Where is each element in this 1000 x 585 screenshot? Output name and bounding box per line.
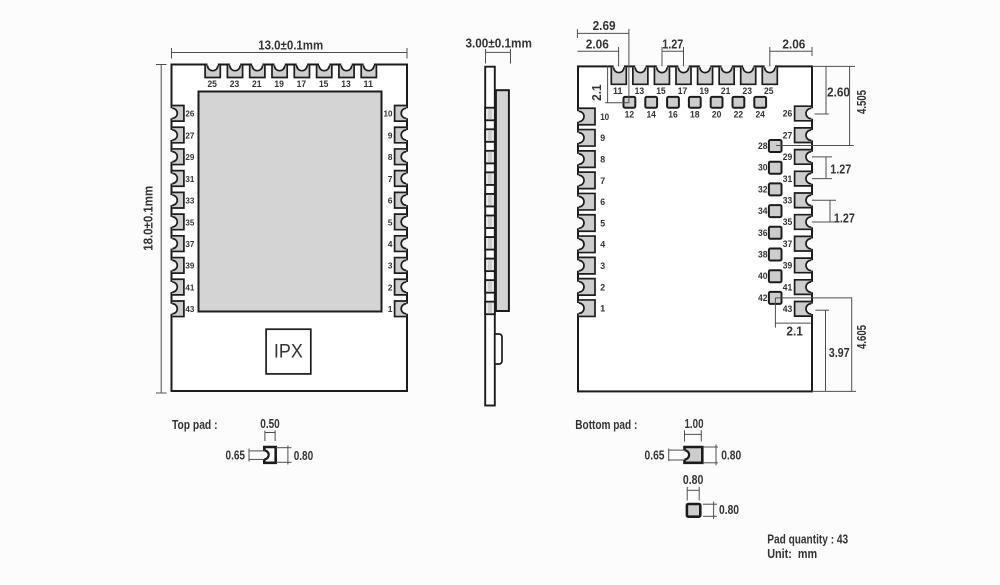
svg-text:0.80: 0.80 [719, 502, 739, 517]
svg-text:11: 11 [364, 79, 374, 89]
svg-text:13: 13 [635, 86, 645, 96]
svg-text:29: 29 [783, 152, 793, 162]
svg-text:12: 12 [625, 109, 635, 119]
svg-text:34: 34 [758, 206, 768, 216]
svg-text:41: 41 [185, 282, 194, 292]
svg-text:33: 33 [185, 196, 194, 206]
svg-text:1: 1 [388, 304, 393, 314]
svg-text:11: 11 [613, 86, 623, 96]
svg-text:8: 8 [388, 152, 393, 162]
svg-text:27: 27 [185, 130, 194, 140]
svg-text:2.1: 2.1 [589, 84, 604, 101]
svg-text:19: 19 [699, 86, 709, 96]
svg-text:4.605: 4.605 [854, 325, 869, 349]
svg-text:36: 36 [758, 228, 768, 238]
svg-text:15: 15 [319, 79, 329, 89]
svg-text:1.27: 1.27 [830, 162, 851, 177]
svg-text:25: 25 [207, 79, 217, 89]
svg-text:30: 30 [758, 163, 768, 173]
svg-text:16: 16 [668, 109, 678, 119]
svg-text:39: 39 [185, 261, 194, 271]
svg-text:28: 28 [758, 141, 768, 151]
svg-text:2: 2 [388, 282, 393, 292]
svg-text:2.60: 2.60 [827, 85, 850, 100]
svg-text:1.27: 1.27 [834, 210, 855, 225]
svg-text:6: 6 [388, 196, 393, 206]
svg-text:1.27: 1.27 [662, 37, 683, 52]
svg-text:2.06: 2.06 [586, 37, 609, 52]
svg-text:33: 33 [783, 196, 793, 206]
svg-text:18.0±0.1mm: 18.0±0.1mm [141, 186, 156, 251]
svg-text:43: 43 [185, 304, 194, 314]
svg-text:Top pad :: Top pad : [172, 417, 218, 432]
svg-text:14: 14 [646, 109, 656, 119]
svg-text:35: 35 [185, 217, 194, 227]
svg-text:23: 23 [742, 86, 752, 96]
svg-text:0.80: 0.80 [294, 448, 314, 463]
svg-text:43: 43 [783, 304, 793, 314]
svg-text:27: 27 [783, 130, 793, 140]
svg-text:5: 5 [388, 217, 393, 227]
svg-text:39: 39 [783, 261, 793, 271]
svg-text:6: 6 [600, 197, 605, 207]
svg-text:31: 31 [783, 174, 793, 184]
svg-text:7: 7 [388, 174, 393, 184]
svg-text:10: 10 [600, 112, 609, 122]
svg-text:32: 32 [758, 184, 768, 194]
svg-text:4: 4 [388, 239, 393, 249]
svg-text:4.505: 4.505 [854, 90, 869, 114]
svg-text:3.00±0.1mm: 3.00±0.1mm [465, 36, 532, 51]
svg-text:15: 15 [656, 86, 666, 96]
svg-text:20: 20 [712, 109, 722, 119]
svg-text:18: 18 [690, 109, 700, 119]
svg-text:2.69: 2.69 [593, 18, 616, 33]
svg-text:9: 9 [600, 133, 605, 143]
svg-text:35: 35 [783, 217, 793, 227]
svg-text:42: 42 [758, 293, 768, 303]
svg-text:24: 24 [755, 109, 765, 119]
svg-text:29: 29 [185, 152, 194, 162]
svg-text:8: 8 [600, 155, 605, 165]
svg-text:Unit: mm: Unit: mm [767, 546, 817, 561]
svg-text:22: 22 [734, 109, 744, 119]
svg-text:31: 31 [185, 174, 194, 184]
svg-text:3: 3 [388, 261, 393, 271]
svg-text:37: 37 [783, 239, 793, 249]
svg-text:21: 21 [721, 86, 731, 96]
svg-text:2: 2 [600, 282, 605, 292]
svg-text:4: 4 [600, 240, 605, 250]
svg-text:0.65: 0.65 [226, 448, 246, 463]
svg-text:25: 25 [764, 86, 774, 96]
svg-text:21: 21 [252, 79, 262, 89]
svg-text:19: 19 [274, 79, 284, 89]
svg-text:10: 10 [384, 109, 393, 119]
svg-text:13: 13 [341, 79, 351, 89]
svg-text:0.50: 0.50 [260, 416, 280, 431]
svg-text:7: 7 [600, 176, 605, 186]
svg-text:0.80: 0.80 [683, 472, 704, 487]
svg-text:17: 17 [678, 86, 688, 96]
svg-text:0.65: 0.65 [645, 448, 665, 463]
svg-text:9: 9 [388, 130, 393, 140]
svg-text:13.0±0.1mm: 13.0±0.1mm [258, 38, 323, 53]
svg-text:41: 41 [783, 282, 793, 292]
svg-text:Pad quantity : 43: Pad quantity : 43 [767, 532, 848, 547]
svg-text:0.80: 0.80 [721, 448, 741, 463]
svg-text:26: 26 [783, 109, 793, 119]
svg-text:1: 1 [600, 304, 605, 314]
svg-text:2.1: 2.1 [786, 323, 803, 338]
svg-text:1.00: 1.00 [685, 416, 704, 431]
svg-text:Bottom pad :: Bottom pad : [575, 417, 637, 432]
svg-text:17: 17 [297, 79, 307, 89]
svg-text:38: 38 [758, 250, 768, 260]
svg-text:2.06: 2.06 [782, 37, 805, 52]
svg-text:23: 23 [230, 79, 240, 89]
svg-text:5: 5 [600, 218, 605, 228]
svg-text:40: 40 [758, 271, 768, 281]
svg-text:IPX: IPX [274, 341, 303, 363]
svg-text:26: 26 [185, 109, 194, 119]
svg-text:37: 37 [185, 239, 194, 249]
svg-text:3: 3 [600, 261, 605, 271]
svg-text:3.97: 3.97 [829, 345, 850, 360]
